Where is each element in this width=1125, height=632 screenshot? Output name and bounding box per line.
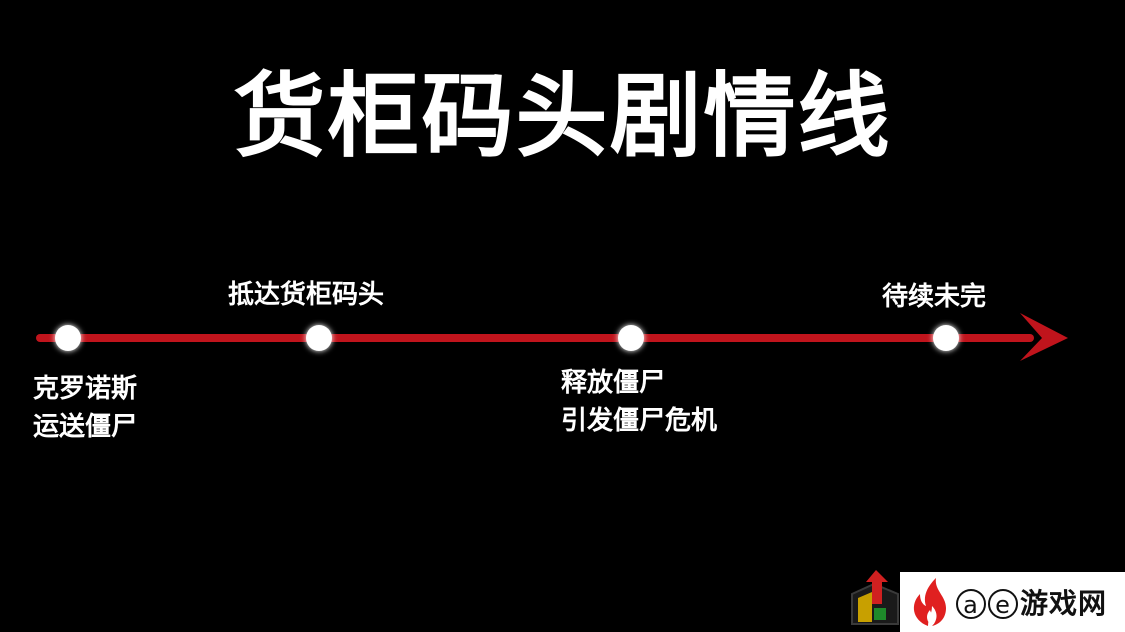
timeline-node-3 (618, 325, 644, 351)
event-3-label: 释放僵尸 引发僵尸危机 (561, 364, 717, 440)
event-1-line-1: 克罗诺斯 (33, 374, 138, 404)
game-badge-icon (851, 570, 899, 625)
event-1-line-2: 运送僵尸 (33, 412, 138, 442)
event-3-line-2: 引发僵尸危机 (561, 406, 718, 436)
flame-logo-icon (913, 578, 946, 626)
timeline-node-2 (306, 325, 332, 351)
event-2-line-1: 抵达货柜码头 (228, 280, 385, 310)
event-4-label: 待续未完 (882, 278, 986, 316)
watermark-letter-e: e (988, 589, 1018, 619)
event-3-line-1: 释放僵尸 (561, 368, 666, 398)
page-title: 货柜码头剧情线 (233, 63, 892, 170)
watermark-site-name: 游戏网 (1020, 587, 1108, 620)
watermark-letter-a: a (956, 589, 986, 619)
timeline-node-4 (933, 325, 959, 351)
event-4-line-1: 待续未完 (882, 282, 987, 312)
timeline-node-1 (55, 325, 81, 351)
timeline-arrowhead (1020, 313, 1068, 361)
event-1-label: 克罗诺斯 运送僵尸 (33, 370, 137, 446)
event-2-label: 抵达货柜码头 (228, 276, 384, 314)
